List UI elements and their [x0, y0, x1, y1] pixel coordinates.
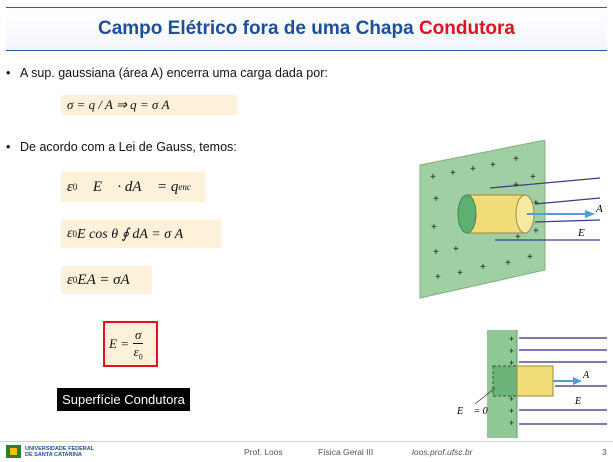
equation-field-lhs: E =: [109, 336, 129, 351]
title-main: Campo Elétrico fora de uma Chapa: [97, 18, 419, 39]
uni-name-2: DE SANTA CATARINA: [25, 451, 82, 458]
svg-text:+: +: [431, 222, 437, 233]
svg-text:+: +: [509, 358, 514, 368]
zero-field-label: E⃗ = 0: [456, 406, 488, 417]
area-vector-head: [585, 210, 595, 218]
svg-text:+: +: [433, 247, 439, 258]
svg-text:+: +: [513, 154, 519, 165]
svg-text:+: +: [515, 232, 521, 243]
bullet-1: •A sup. gaussiana (área A) encerra uma c…: [6, 66, 328, 80]
svg-text:+: +: [509, 346, 514, 356]
cylinder-back-cap: [457, 194, 477, 234]
bullet-2: •De acordo com a Lei de Gauss, temos:: [6, 140, 237, 154]
bullet-1-text: A sup. gaussiana (área A) encerra uma ca…: [20, 66, 328, 80]
svg-text:+: +: [435, 272, 441, 283]
fraction: σ ε0: [132, 326, 144, 362]
svg-text:+: +: [430, 172, 436, 183]
title-bar: Campo Elétrico fora de uma Chapa Conduto…: [6, 7, 607, 51]
svg-text:+: +: [530, 172, 536, 183]
cross-section-figure: ++++ ++++ A⃗ E⃗ E⃗ = 0: [456, 330, 607, 438]
exterior-field-lines: [519, 337, 607, 425]
svg-text:+: +: [527, 252, 533, 263]
conductor-surface-label: Superfície Condutora: [57, 388, 190, 411]
field-vector-label: E⃗: [577, 227, 593, 239]
epsilon-symbol: ε: [67, 178, 73, 195]
cylinder-inside: [492, 365, 518, 397]
svg-text:+: +: [533, 226, 539, 237]
footer-author: Prof. Loos: [244, 447, 283, 457]
ufsc-emblem-icon: [6, 445, 21, 458]
bullet-2-text: De acordo com a Lei de Gauss, temos:: [20, 140, 237, 154]
svg-text:+: +: [480, 262, 486, 273]
svg-text:+: +: [450, 168, 456, 179]
svg-text:+: +: [470, 164, 476, 175]
footer: UNIVERSIDADE FEDERAL DE SANTA CATARINA P…: [0, 441, 613, 462]
svg-text:+: +: [509, 394, 514, 404]
uni-name-1: UNIVERSIDADE FEDERAL: [25, 445, 95, 452]
area-vector-label: A⃗: [595, 203, 610, 215]
fraction-numerator: σ: [132, 326, 144, 344]
fraction-denominator: ε: [133, 343, 139, 359]
footer-course: Física Geral III: [318, 447, 374, 457]
svg-text:+: +: [509, 406, 514, 416]
university-logo: UNIVERSIDADE FEDERAL DE SANTA CATARINA: [6, 445, 94, 458]
equation-flux-text: E cos θ ∮ dA = σ A: [77, 226, 184, 242]
subscript-enc: enc: [178, 182, 191, 192]
page-number: 3: [602, 447, 607, 457]
equation-charge: σ = q / A ⇒ q = σ A: [61, 95, 237, 115]
svg-text:+: +: [509, 418, 514, 428]
svg-text:+: +: [490, 160, 496, 171]
plate-cylinder-figure: +++++ +++ +++ ++++ +++++ A⃗ E⃗: [419, 140, 610, 299]
title-accent: Condutora: [418, 18, 515, 39]
svg-text:+: +: [457, 268, 463, 279]
equation-result-text: EA = σA: [77, 271, 130, 288]
svg-text:+: +: [505, 258, 511, 269]
cs-field-label: E⃗: [574, 396, 589, 407]
svg-text:+: +: [509, 334, 514, 344]
svg-text:+: +: [453, 244, 459, 255]
footer-site: loos.prof.ufsc.br: [412, 447, 473, 457]
field-lines: [489, 177, 601, 241]
svg-text:+: +: [433, 194, 439, 205]
equation-charge-text: σ = q / A ⇒ q = σ A: [67, 97, 170, 112]
slide-title: Campo Elétrico fora de uma Chapa Conduto…: [98, 18, 515, 40]
cs-area-label: A⃗: [582, 370, 597, 381]
equation-field-boxed: E = σ ε0: [103, 321, 158, 367]
equation-gauss-law-text: ∮ E⃗ · dA⃗ = q: [77, 178, 179, 195]
cylinder-outside: [516, 365, 554, 397]
